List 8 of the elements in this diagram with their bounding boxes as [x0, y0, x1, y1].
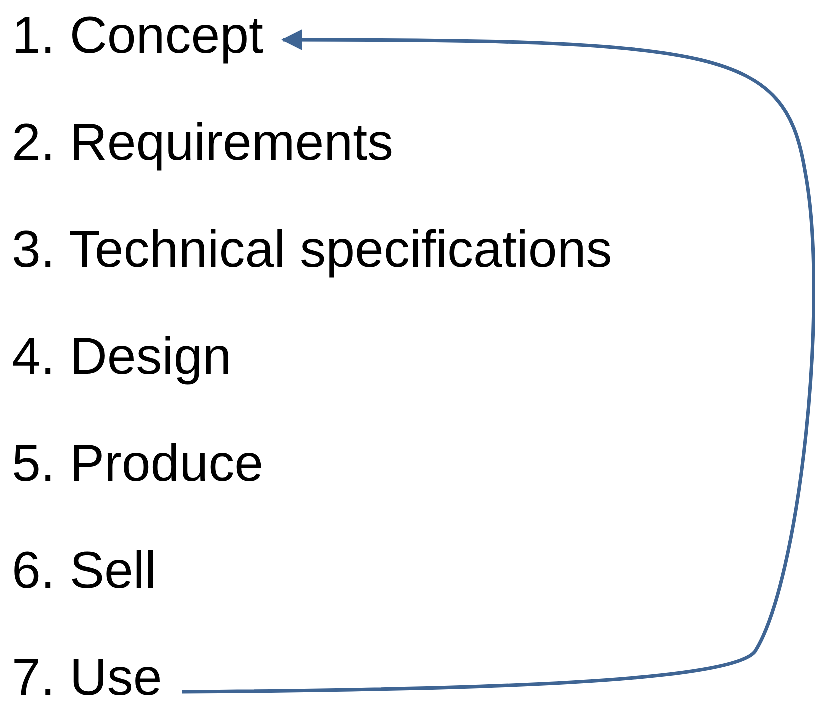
- list-item: 4. Design: [12, 327, 232, 387]
- list-item: 5. Produce: [12, 434, 264, 494]
- list-item: 3. Technical specifications: [12, 220, 612, 280]
- curved-arrow: [182, 30, 815, 694]
- list-item: 2. Requirements: [12, 113, 394, 173]
- list-item: 1. Concept: [12, 6, 264, 66]
- list-item: 7. Use: [12, 648, 162, 705]
- list-item: 6. Sell: [12, 541, 157, 601]
